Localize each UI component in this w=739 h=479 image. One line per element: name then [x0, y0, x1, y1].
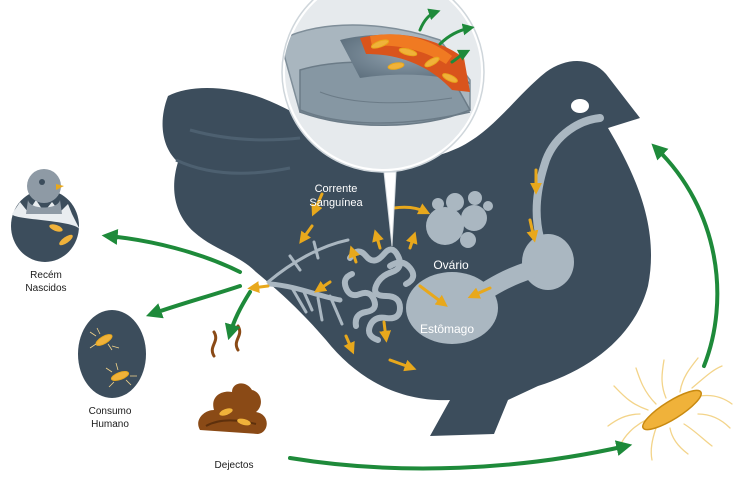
hen-eye [571, 99, 589, 113]
label-human-consumption-1: Consumo [89, 406, 132, 417]
label-blood-stream-2: Sanguínea [309, 197, 363, 209]
arrow-to-human [152, 286, 240, 314]
arrow-bacterium-to-hen [656, 148, 717, 366]
arrow-droppings-to-bacterium [290, 446, 626, 468]
label-droppings: Dejectos [215, 460, 254, 471]
label-blood-stream-1: Corrente [315, 183, 358, 195]
droppings-icon [198, 326, 267, 434]
label-newborns-1: Recém [30, 270, 62, 281]
label-stomach: Estômago [420, 322, 474, 336]
egg-icon [78, 310, 146, 398]
label-newborns-2: Nascidos [25, 283, 66, 294]
label-human-consumption-2: Humano [91, 419, 129, 430]
label-ovary: Ovário [433, 258, 469, 272]
chick-icon [11, 169, 80, 262]
